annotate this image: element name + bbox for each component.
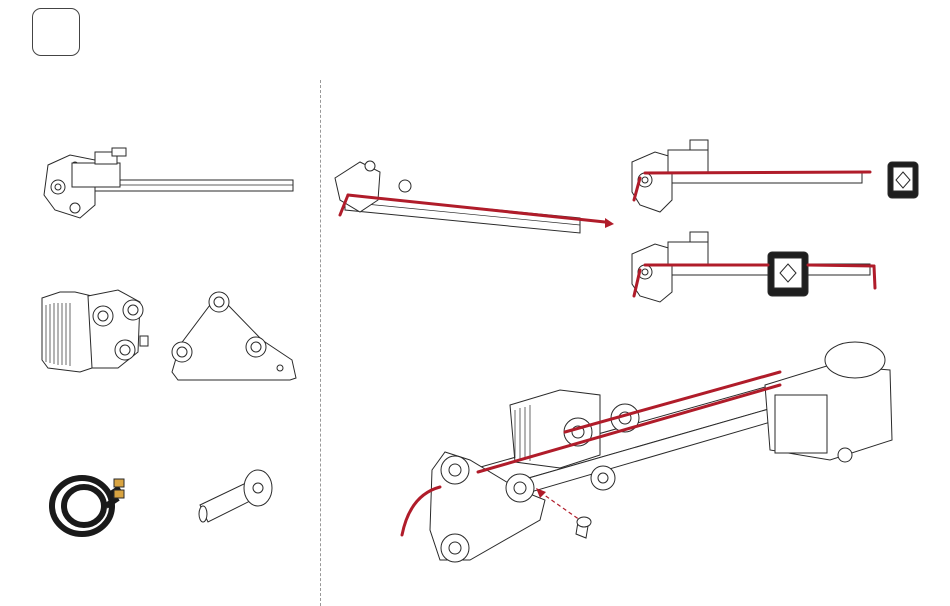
step-attach-idler-plate-with-screw bbox=[0, 0, 950, 606]
